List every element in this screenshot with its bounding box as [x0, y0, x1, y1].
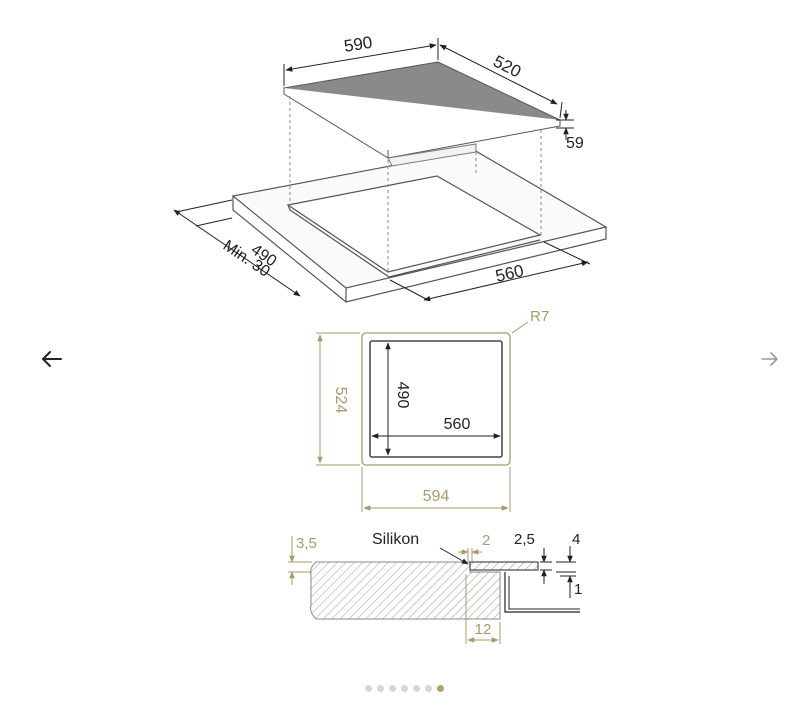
arrow-left-icon — [42, 351, 62, 367]
previous-image-button[interactable] — [37, 344, 67, 374]
inner-width-label: 560 — [444, 416, 471, 433]
pagination-dot[interactable] — [389, 685, 396, 692]
hob-width-label: 590 — [343, 33, 374, 56]
rebate-depth-label: 3,5 — [296, 535, 317, 552]
plan-outer-outline — [361, 332, 511, 466]
pagination-dot[interactable] — [413, 685, 420, 692]
pagination-dot[interactable] — [401, 685, 408, 692]
dimension-cutout-width: 560 — [389, 241, 591, 302]
pagination-dot[interactable] — [437, 685, 444, 692]
dimension-hob-width: 590 — [283, 33, 439, 86]
arrow-right-icon — [761, 352, 778, 366]
next-image-button[interactable] — [755, 344, 785, 374]
pagination-dots — [0, 685, 809, 692]
clearance-label: 1 — [574, 581, 582, 598]
pagination-dot[interactable] — [425, 685, 432, 692]
thickness-label: 4 — [572, 531, 580, 548]
glass-thickness-label: 2,5 — [514, 531, 535, 548]
worktop-section — [310, 561, 501, 620]
hob-depth-label: 520 — [490, 52, 524, 82]
dimension-hob-height: 59 — [556, 110, 584, 152]
plan-inner-outline — [369, 340, 503, 458]
countertop — [231, 149, 608, 303]
plan-view: R7 524 594 490 560 — [316, 308, 549, 512]
pagination-dot[interactable] — [365, 685, 372, 692]
pagination-dot[interactable] — [377, 685, 384, 692]
sealant-label: Silikon — [372, 531, 419, 548]
outer-height-label: 524 — [332, 387, 349, 414]
hob-height-label: 59 — [566, 135, 584, 152]
radius-label: R7 — [530, 308, 549, 325]
rebate-width-label: 12 — [475, 621, 492, 638]
inner-height-label: 490 — [394, 382, 411, 409]
section-view: 3,5 Silikon 2 2,5 4 1 — [288, 531, 582, 644]
glass-section — [469, 561, 539, 571]
gap-label: 2 — [482, 532, 490, 549]
isometric-view: 590 520 59 490 Min. 30 — [173, 33, 608, 303]
outer-width-label: 594 — [423, 488, 450, 505]
hob — [282, 61, 562, 167]
projection-lines — [289, 96, 542, 272]
